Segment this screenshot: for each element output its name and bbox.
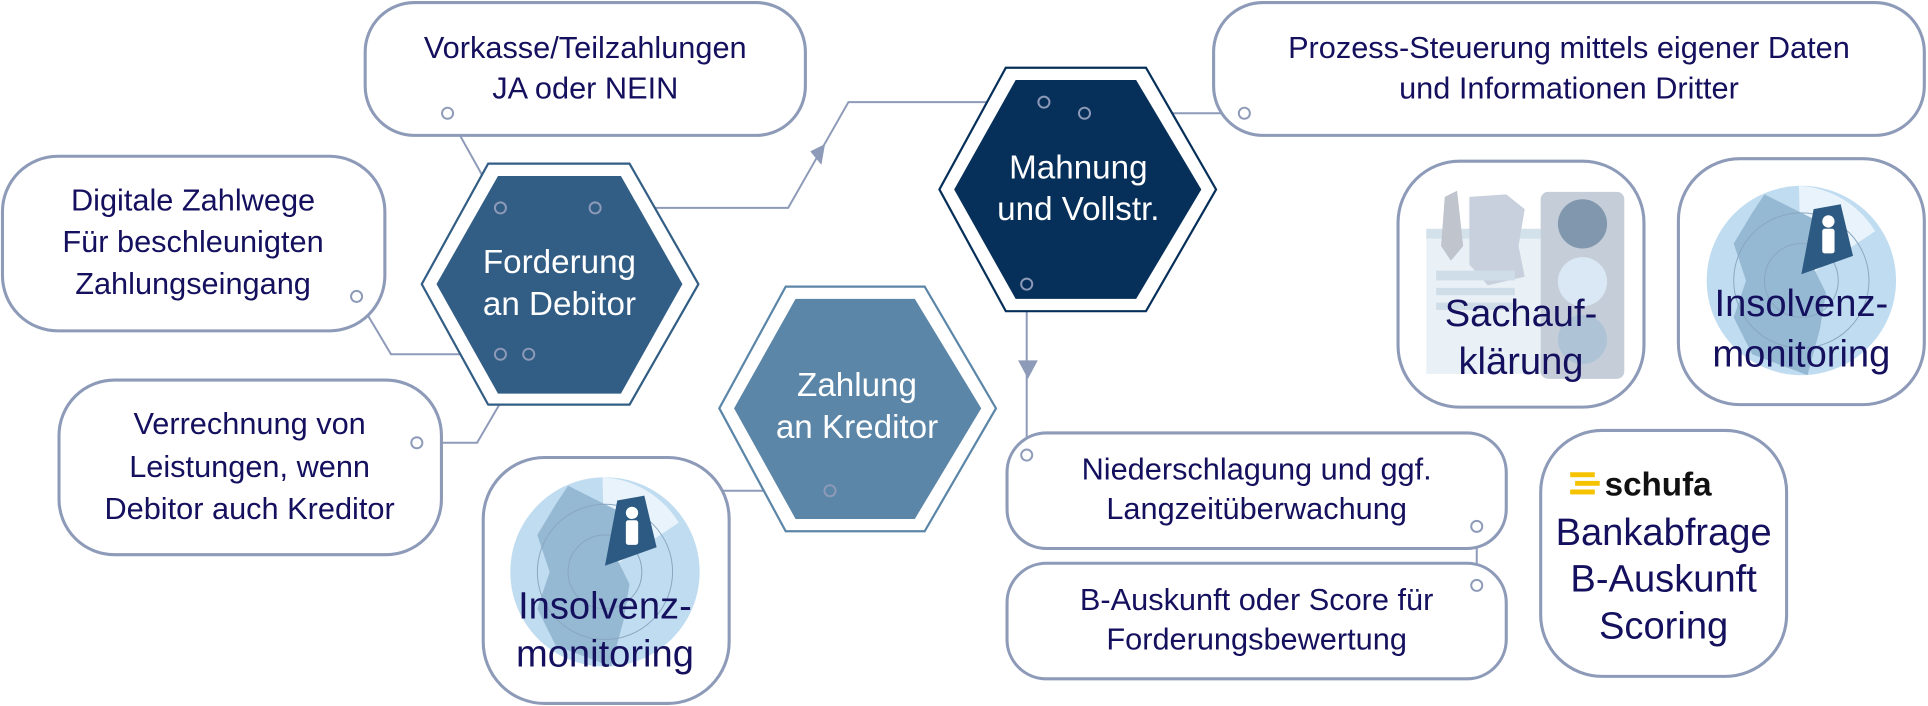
label-text: monitoring xyxy=(516,634,694,676)
svg-text:Insolvenz-: Insolvenz- xyxy=(518,586,692,628)
label-text: Forderung xyxy=(483,244,636,281)
label-text: JA oder NEIN xyxy=(492,70,678,105)
svg-text:Zahlung: Zahlung xyxy=(797,367,917,404)
svg-text:Digitale Zahlwege: Digitale Zahlwege xyxy=(71,182,315,217)
label-text: Langzeitüberwachung xyxy=(1106,491,1407,526)
label-text: Sachauf- xyxy=(1445,293,1598,335)
label-text: und Vollstr. xyxy=(997,191,1159,228)
hexagon-forderung: Forderung an Debitor xyxy=(420,162,700,406)
vorkasse-box: Vorkasse/Teilzahlungen JA oder NEIN xyxy=(363,1,807,137)
svg-text:klärung: klärung xyxy=(1459,341,1584,383)
svg-text:B-Auskunft oder Score für: B-Auskunft oder Score für xyxy=(1080,582,1433,617)
arrow-up-icon xyxy=(810,143,826,165)
svg-text:Debitor auch Kreditor: Debitor auch Kreditor xyxy=(104,491,394,526)
label-text: Niederschlagung und ggf. xyxy=(1082,452,1432,487)
svg-text:Insolvenz-: Insolvenz- xyxy=(1715,283,1889,325)
label-text: Zahlungseingang xyxy=(75,266,311,301)
svg-text:schufa: schufa xyxy=(1605,467,1713,504)
label-text: Forderungsbewertung xyxy=(1106,621,1407,656)
hexagon-zahlung: Zahlung an Kreditor xyxy=(718,285,998,533)
label-text: schufa xyxy=(1605,467,1713,504)
label-text: monitoring xyxy=(1712,334,1890,376)
svg-text:und Informationen Dritter: und Informationen Dritter xyxy=(1399,70,1739,105)
label-text: Scoring xyxy=(1599,605,1728,647)
label-text: Mahnung xyxy=(1009,149,1147,186)
svg-text:Forderung: Forderung xyxy=(483,244,636,281)
svg-text:Für beschleunigten: Für beschleunigten xyxy=(62,224,323,259)
label-text: Verrechnung von xyxy=(133,406,365,441)
svg-text:monitoring: monitoring xyxy=(516,634,694,676)
svg-text:Langzeitüberwachung: Langzeitüberwachung xyxy=(1106,491,1407,526)
svg-text:monitoring: monitoring xyxy=(1712,334,1890,376)
label-text: Leistungen, wenn xyxy=(129,449,370,484)
label-text: klärung xyxy=(1459,341,1584,383)
label-text: Digitale Zahlwege xyxy=(71,182,315,217)
svg-text:Bankabfrage: Bankabfrage xyxy=(1556,512,1772,554)
label-text: an Debitor xyxy=(483,286,636,323)
svg-text:an Kreditor: an Kreditor xyxy=(776,409,938,446)
label-text: Zahlung xyxy=(797,367,917,404)
label-text: B-Auskunft xyxy=(1570,559,1757,601)
svg-text:Forderungsbewertung: Forderungsbewertung xyxy=(1106,621,1407,656)
connector-dots xyxy=(350,95,1484,592)
b-auskunft-box: B-Auskunft oder Score für Forderungsbewe… xyxy=(1005,561,1508,681)
label-text: Vorkasse/Teilzahlungen xyxy=(424,30,747,65)
svg-text:Scoring: Scoring xyxy=(1599,605,1728,647)
svg-text:Niederschlagung und ggf.: Niederschlagung und ggf. xyxy=(1082,452,1432,487)
label-text: an Kreditor xyxy=(776,409,938,446)
tile-schufa: schufa Bankabfrage B-Auskunft Scoring xyxy=(1539,428,1789,678)
svg-text:B-Auskunft: B-Auskunft xyxy=(1570,559,1757,601)
label-text: und Informationen Dritter xyxy=(1399,70,1739,105)
arrow-down-icon xyxy=(1018,360,1038,379)
label-text: Insolvenz- xyxy=(518,586,692,628)
svg-text:Mahnung: Mahnung xyxy=(1009,149,1147,186)
svg-text:Verrechnung von: Verrechnung von xyxy=(133,406,365,441)
verrechnung-box: Verrechnung von Leistungen, wenn Debitor… xyxy=(57,378,443,557)
label-text: Bankabfrage xyxy=(1556,512,1772,554)
svg-text:Sachauf-: Sachauf- xyxy=(1445,293,1598,335)
prozess-box: Prozess-Steuerung mittels eigener Daten … xyxy=(1212,1,1926,137)
schufa-logo: schufa xyxy=(1570,467,1712,504)
niederschlagung-box: Niederschlagung und ggf. Langzeitüberwac… xyxy=(1005,431,1508,551)
label-text: Prozess-Steuerung mittels eigener Daten xyxy=(1288,30,1850,65)
digitale-zahlwege-box: Digitale Zahlwege Für beschleunigten Zah… xyxy=(0,154,387,333)
svg-text:JA oder NEIN: JA oder NEIN xyxy=(492,70,678,105)
tile-insolvenzmonitoring-right: Insolvenz- monitoring xyxy=(1676,157,1926,407)
svg-text:Vorkasse/Teilzahlungen: Vorkasse/Teilzahlungen xyxy=(424,30,747,65)
tile-sachaufklaerung: Sachauf- klärung xyxy=(1396,159,1646,409)
hexagon-mahnung: Mahnung und Vollstr. xyxy=(938,66,1218,313)
document-traffic-light-icon xyxy=(1426,190,1625,379)
svg-text:Prozess-Steuerung mittels eige: Prozess-Steuerung mittels eigener Daten xyxy=(1288,30,1850,65)
svg-text:an Debitor: an Debitor xyxy=(483,286,636,323)
label-text: B-Auskunft oder Score für xyxy=(1080,582,1433,617)
svg-text:und Vollstr.: und Vollstr. xyxy=(997,191,1159,228)
label-text: Für beschleunigten xyxy=(62,224,323,259)
label-text: Insolvenz- xyxy=(1715,283,1889,325)
label-text: Debitor auch Kreditor xyxy=(104,491,394,526)
tile-insolvenzmonitoring-left: Insolvenz- monitoring xyxy=(481,455,731,705)
svg-text:Leistungen, wenn: Leistungen, wenn xyxy=(129,449,370,484)
svg-text:Zahlungseingang: Zahlungseingang xyxy=(75,266,311,301)
